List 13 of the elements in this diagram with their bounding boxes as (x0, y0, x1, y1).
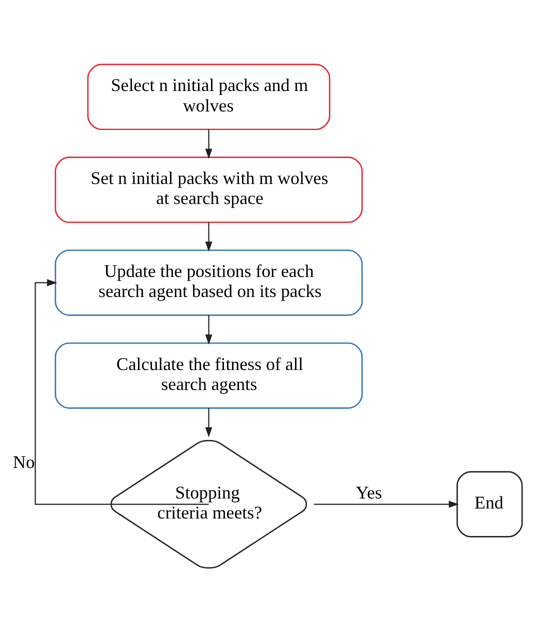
edge-label: No (12, 452, 35, 472)
node-box: Set n initial packs with m wolves at search space (54, 156, 363, 223)
node-box: Select n initial packs and m wolves (87, 64, 330, 130)
arrow (205, 222, 212, 252)
node-box: End (456, 471, 523, 538)
edge-label: Yes (356, 482, 382, 502)
arrow (34, 279, 209, 505)
node-box: Update the positions for each search agent based on its packs (54, 250, 363, 316)
arrow (314, 500, 459, 508)
arrow (205, 129, 212, 159)
arrow (205, 408, 212, 438)
node-box: Calculate the fitness of all search agents (54, 342, 363, 409)
arrow (205, 315, 212, 345)
